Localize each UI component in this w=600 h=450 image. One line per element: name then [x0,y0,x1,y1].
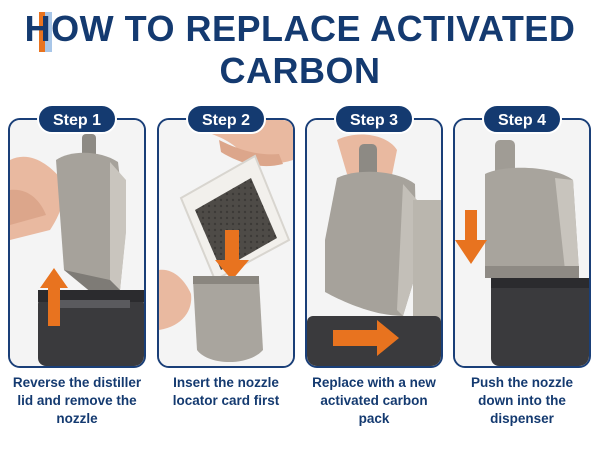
step-4-image [455,120,589,366]
step-1-image [10,120,144,366]
step-4-illustration [453,118,591,368]
step-3-badge: Step 3 [334,104,414,134]
step-3-card: Step 3 [305,104,443,369]
step-3-illustration [305,118,443,368]
step-1-badge: Step 1 [37,104,117,134]
caption-line: activated carbon [320,393,428,408]
step-2-caption: Insert the nozzle locator card first [152,374,300,410]
step-1-caption: Reverse the distiller lid and remove the… [3,374,151,428]
caption-line: pack [358,411,390,426]
step-4-caption: Push the nozzle down into the dispenser [448,374,596,428]
page-title: HOW TO REPLACE ACTIVATED CARBON [0,8,600,92]
step-2-badge: Step 2 [186,104,266,134]
step-1-card: Step 1 [8,104,146,369]
title-block: HOW TO REPLACE ACTIVATED CARBON [0,6,600,94]
step-3-caption: Replace with a new activated carbon pack [300,374,448,428]
caption-line: lid and remove the [17,393,137,408]
caption-line: Replace with a new [312,375,436,390]
title-line-2: CARBON [219,50,381,91]
caption-line: dispenser [490,411,554,426]
caption-line: Insert the nozzle [173,375,279,390]
title-accent-blue [45,12,52,52]
caption-line: Reverse the distiller [12,375,142,390]
step-2-image [159,120,293,366]
step-2-illustration [157,118,295,368]
step-2-card: Step 2 [157,104,295,369]
caption-line: nozzle [56,411,98,426]
caption-line: down into the [478,393,566,408]
step-3-image [307,120,441,366]
caption-line: Push the nozzle [470,375,573,390]
title-accent-orange [39,12,45,52]
step-1-illustration [8,118,146,368]
title-line-1: HOW TO REPLACE ACTIVATED [24,8,576,49]
step-4-badge: Step 4 [482,104,562,134]
step-4-card: Step 4 [453,104,591,369]
caption-line: locator card first [172,393,280,408]
